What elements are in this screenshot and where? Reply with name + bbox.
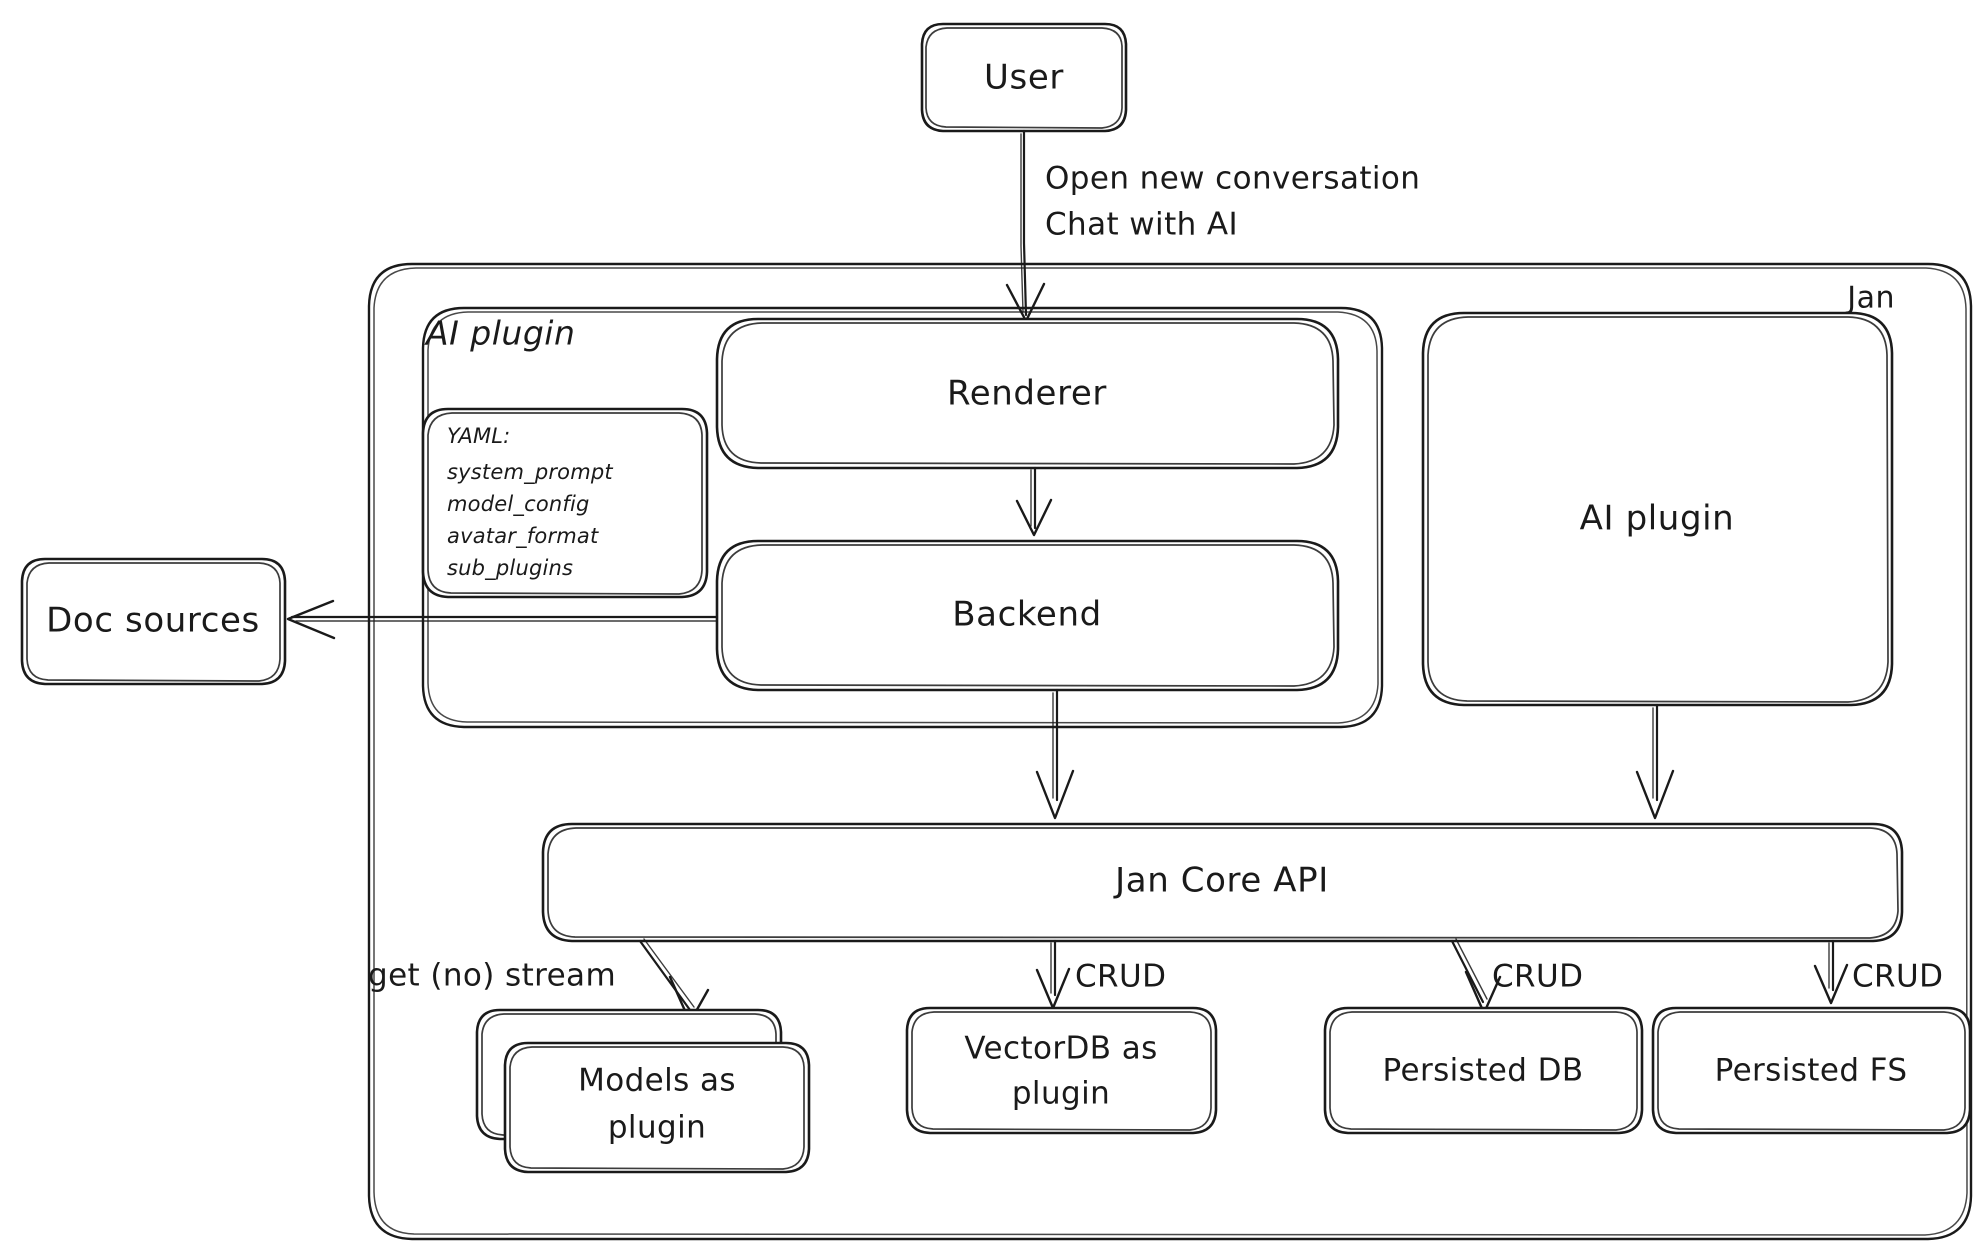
container-ai-plugin-group: AI plugin <box>421 306 1384 729</box>
node-models-plugin-label-line2: plugin <box>608 1110 706 1146</box>
edge-label-crud-persisted-fs: CRUD <box>1852 959 1943 995</box>
node-backend-label: Backend <box>952 595 1102 635</box>
node-user-label: User <box>984 58 1064 98</box>
node-doc-sources-label: Doc sources <box>46 601 260 641</box>
yaml-heading: YAML: <box>447 424 510 448</box>
edge-core-api-to-vectordb: CRUD <box>1035 939 1166 1010</box>
node-jan-core-api[interactable]: Jan Core API <box>541 822 1904 943</box>
edge-core-api-to-persisted-db: CRUD <box>1450 938 1583 1015</box>
node-models-plugin-label-line1: Models as <box>578 1063 736 1099</box>
node-user[interactable]: User <box>920 22 1128 133</box>
node-ai-plugin-box-label: AI plugin <box>1580 499 1735 539</box>
node-jan-core-api-label: Jan Core API <box>1113 861 1329 901</box>
edge-label-get-no-stream: get (no) stream <box>368 958 616 994</box>
node-persisted-db-label: Persisted DB <box>1382 1053 1583 1089</box>
node-persisted-fs[interactable]: Persisted FS <box>1651 1006 1972 1135</box>
yaml-item-avatar-format: avatar_format <box>447 524 599 549</box>
node-vectordb-plugin[interactable]: VectorDB as plugin <box>905 1006 1218 1135</box>
node-persisted-db[interactable]: Persisted DB <box>1323 1006 1644 1135</box>
node-vectordb-plugin-label-line2: plugin <box>1012 1076 1110 1112</box>
edge-ai-plugin-to-core-api <box>1635 703 1675 820</box>
edge-core-api-to-persisted-fs: CRUD <box>1813 939 1943 1005</box>
yaml-item-model-config: model_config <box>447 492 590 517</box>
edge-label-open-conversation-line2: Chat with AI <box>1045 207 1238 243</box>
edge-label-crud-persisted-db: CRUD <box>1492 959 1583 995</box>
yaml-item-sub-plugins: sub_plugins <box>447 556 573 581</box>
edge-user-to-renderer: Open new conversation Chat with AI <box>1005 129 1420 323</box>
node-persisted-fs-label: Persisted FS <box>1715 1053 1908 1089</box>
container-jan-label: Jan <box>1845 281 1895 316</box>
node-renderer-label: Renderer <box>947 374 1107 414</box>
container-ai-plugin-label: AI plugin <box>424 314 575 353</box>
node-doc-sources[interactable]: Doc sources <box>20 557 287 686</box>
node-ai-plugin-box[interactable]: AI plugin <box>1421 311 1894 707</box>
edge-backend-to-doc-sources <box>286 599 719 640</box>
node-models-plugin[interactable]: Models as plugin <box>475 1008 811 1174</box>
node-backend[interactable]: Backend <box>715 539 1340 692</box>
yaml-config-card: YAML: system_prompt model_config avatar_… <box>421 407 709 599</box>
node-vectordb-plugin-label-line1: VectorDB as <box>964 1031 1157 1067</box>
edge-label-crud-vectordb: CRUD <box>1075 959 1166 995</box>
edge-backend-to-core-api <box>1035 688 1075 820</box>
node-renderer[interactable]: Renderer <box>715 317 1340 470</box>
edge-label-open-conversation-line1: Open new conversation <box>1045 161 1420 197</box>
yaml-item-system-prompt: system_prompt <box>447 460 613 485</box>
container-jan: Jan <box>367 262 1973 1241</box>
edge-renderer-to-backend <box>1015 466 1053 537</box>
